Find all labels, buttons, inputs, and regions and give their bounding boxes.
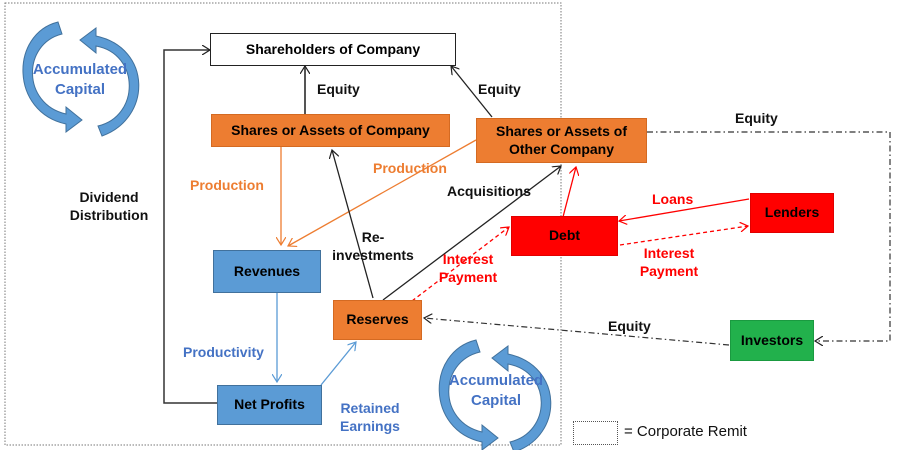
edge-interest-debt-lenders: [619, 226, 748, 246]
node-reserves: Reserves: [333, 300, 422, 340]
label-retained-line2: Earnings: [340, 418, 400, 435]
label-retained-line1: Retained: [340, 400, 400, 416]
label-dividend-line2: Distribution: [69, 207, 149, 224]
label-dividend-distribution: Dividend Distribution: [64, 188, 154, 224]
cycle-text-line1: Accumulated: [32, 61, 128, 78]
label-equity-reserves: Equity: [608, 318, 651, 334]
label-reinvestments-line1: Re-: [361, 229, 385, 245]
label-interest-line1: Interest: [643, 245, 695, 261]
label-productivity: Productivity: [183, 344, 264, 360]
edge-reinvestments: [332, 150, 374, 299]
edge-loans: [619, 198, 750, 221]
label-equity-company: Equity: [317, 81, 360, 97]
node-shareholders: Shareholders of Company: [210, 33, 456, 66]
label-retained-earnings: Retained Earnings: [330, 399, 410, 435]
label-interest-line2: Payment: [639, 263, 699, 280]
cycle-text-line1: Accumulated: [448, 372, 544, 389]
cycle-text-line2: Capital: [54, 80, 105, 98]
cycle-text-line2: Capital: [470, 391, 521, 409]
cycle-accumulated-capital-bottom: Accumulated Capital: [446, 371, 546, 410]
label-loans: Loans: [652, 191, 694, 207]
edge-equity-other: [451, 66, 493, 118]
edge-equity-investors: [647, 131, 891, 341]
node-lenders: Lenders: [750, 193, 834, 233]
label-interest-line2: Payment: [438, 269, 498, 286]
cycle-accumulated-capital-top: Accumulated Capital: [30, 60, 130, 99]
cycle-arrows-icon: [22, 21, 140, 137]
legend-dotted-swatch: [573, 421, 618, 445]
edge-production-other: [288, 139, 477, 246]
label-reinvestments: Re- investments: [328, 228, 418, 264]
node-shares-company: Shares or Assets of Company: [211, 114, 450, 147]
node-net-profits: Net Profits: [217, 385, 322, 425]
label-dividend-line1: Dividend: [79, 189, 139, 205]
edge-interest-reserves-debt: [411, 227, 509, 302]
label-reinvestments-line2: investments: [332, 247, 414, 264]
label-acquisitions: Acquisitions: [447, 183, 532, 199]
label-interest-payment-lenders: Interest Payment: [630, 244, 708, 280]
label-equity-other: Equity: [478, 81, 521, 97]
node-shares-other-company: Shares or Assets of Other Company: [476, 118, 647, 163]
edge-retained-earnings: [320, 342, 356, 386]
label-production-company: Production: [190, 177, 264, 193]
edge-dividend: [163, 50, 218, 404]
edge-equity-reserves: [424, 318, 730, 346]
label-equity-investors: Equity: [735, 110, 778, 126]
legend-corporate-remit: = Corporate Remit: [624, 423, 747, 440]
node-debt: Debt: [511, 216, 618, 256]
edge-acquisitions: [382, 166, 561, 301]
label-interest-line1: Interest: [442, 251, 494, 267]
node-revenues: Revenues: [213, 250, 321, 293]
label-production-other: Production: [373, 160, 447, 176]
edge-debt-shares-other: [562, 167, 576, 218]
node-investors: Investors: [730, 320, 814, 361]
label-interest-payment-reserves: Interest Payment: [434, 250, 502, 286]
cycle-arrows-icon: [438, 339, 552, 450]
